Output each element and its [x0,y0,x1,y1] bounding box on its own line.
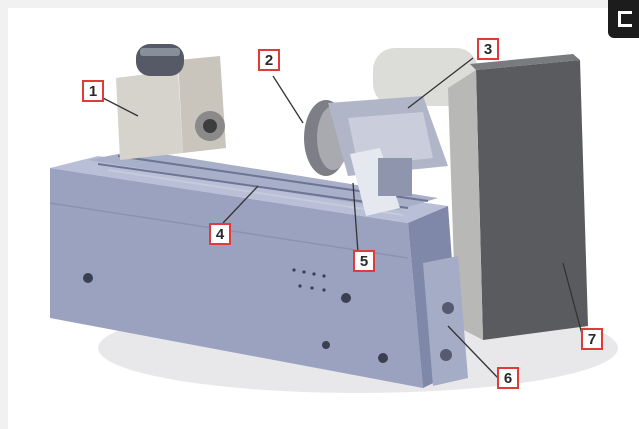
control-cabinet-front [476,60,588,340]
tailstock-block [423,256,468,386]
expand-icon [618,11,632,27]
callout-2: 2 [258,49,280,71]
bed-hole [341,293,351,303]
headstock-body [116,70,183,160]
callout-7: 7 [581,328,603,350]
bed-hole [83,273,93,283]
bed-hole [378,353,388,363]
tool-post [378,158,412,196]
callout-6: 6 [497,367,519,389]
callout-5: 5 [353,250,375,272]
callout-4: 4 [209,223,231,245]
machine-diagram [38,44,618,413]
expand-button[interactable] [608,0,639,38]
machine-bed-front [50,168,423,388]
callout-1: 1 [82,80,104,102]
bed-hole [322,341,330,349]
saddle [350,148,400,216]
callout-3: 3 [477,38,499,60]
